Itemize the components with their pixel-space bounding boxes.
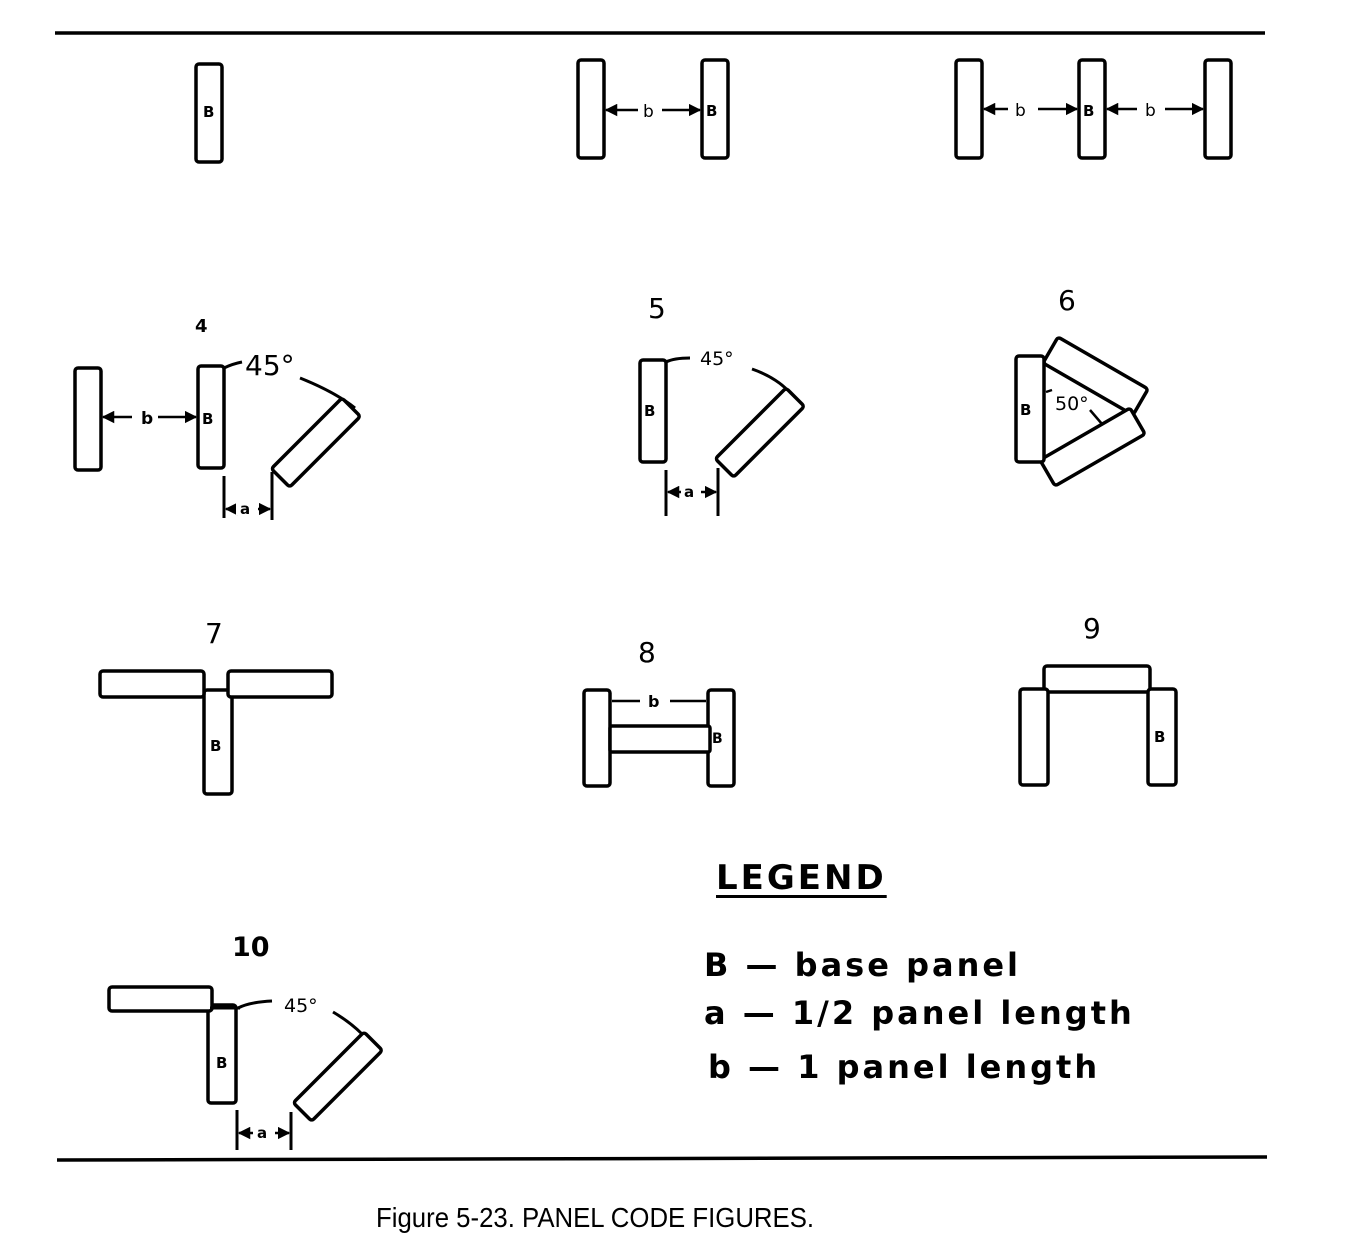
base-panel bbox=[206, 1003, 238, 1105]
dimension-a-label: a bbox=[240, 500, 250, 518]
figure-number: 5 bbox=[648, 292, 666, 325]
left-arm-panel bbox=[98, 669, 206, 699]
legend-item-half-panel: a — 1/2 panel length bbox=[704, 994, 1135, 1032]
dimension-a-label: a bbox=[257, 1124, 267, 1142]
figure-9: 9 B bbox=[1018, 612, 1178, 787]
figure-number: 6 bbox=[1058, 284, 1076, 317]
figure-number: 10 bbox=[232, 932, 270, 963]
cross-panel bbox=[608, 724, 712, 754]
base-panel bbox=[1077, 58, 1107, 160]
left-panel bbox=[582, 688, 612, 788]
panel bbox=[576, 58, 606, 160]
angle-arc-start bbox=[223, 360, 243, 370]
arm-panel bbox=[107, 985, 214, 1013]
figure-3: b B b bbox=[954, 58, 1233, 160]
angle-arc-start bbox=[237, 999, 273, 1010]
base-panel bbox=[700, 58, 730, 160]
angle-label: 45° bbox=[284, 995, 318, 1017]
figure-2: b B bbox=[576, 58, 730, 160]
angle-label: 45° bbox=[700, 348, 734, 370]
figure-caption: Figure 5-23. PANEL CODE FIGURES. bbox=[376, 1202, 815, 1233]
dimension-b-label: b bbox=[1145, 101, 1156, 121]
legend-item-base-panel: B — base panel bbox=[704, 946, 1022, 984]
dimension-b-label: b bbox=[643, 102, 654, 122]
angled-panel bbox=[292, 1031, 383, 1122]
base-panel-label: B bbox=[1020, 401, 1031, 419]
legend-item-full-panel: b — 1 panel length bbox=[708, 1048, 1101, 1086]
angle-arc-start bbox=[665, 356, 691, 364]
dimension-b-label: b bbox=[1015, 101, 1026, 121]
figure-5: 5 B 45° a bbox=[638, 292, 805, 516]
angle-label: 45° bbox=[245, 349, 295, 382]
figure-7: 7 B bbox=[98, 617, 334, 796]
base-panel-label: B bbox=[1083, 102, 1094, 120]
base-panel-label: B bbox=[712, 731, 723, 747]
bottom-rule bbox=[56, 1155, 1268, 1162]
left-panel bbox=[1018, 687, 1050, 787]
base-panel bbox=[196, 364, 226, 470]
panel-right bbox=[1203, 58, 1233, 160]
top-panel bbox=[1042, 664, 1152, 694]
base-panel-label: B bbox=[202, 410, 213, 428]
angle-arc bbox=[332, 1010, 364, 1036]
dimension-a-label: a bbox=[684, 483, 694, 501]
dimension-b-label: b bbox=[141, 409, 153, 429]
right-arm-panel bbox=[226, 669, 334, 699]
angle-label: 50° bbox=[1055, 393, 1089, 415]
base-panel bbox=[194, 62, 224, 164]
base-panel-label: B bbox=[644, 402, 655, 420]
panel bbox=[73, 366, 103, 472]
figure-1: B bbox=[194, 62, 224, 164]
panel-left bbox=[954, 58, 984, 160]
lower-angled-panel bbox=[1039, 407, 1146, 487]
angled-panel bbox=[714, 387, 805, 478]
base-panel-label: B bbox=[210, 737, 221, 755]
upper-angled-panel bbox=[1042, 336, 1149, 416]
angle-arc bbox=[1089, 409, 1103, 425]
base-panel-label: B bbox=[203, 103, 214, 121]
base-panel-label: B bbox=[706, 102, 717, 120]
figure-4: 4 b B 45° a bbox=[73, 316, 361, 520]
figure-10: 10 B 45° a bbox=[107, 932, 383, 1150]
base-panel-label: B bbox=[1154, 728, 1165, 746]
figure-number: 8 bbox=[638, 636, 656, 669]
figure-number: 9 bbox=[1083, 612, 1101, 645]
legend-title: LEGEND bbox=[716, 858, 887, 898]
base-panel bbox=[638, 358, 668, 464]
figure-8: 8 b B bbox=[582, 636, 736, 788]
angle-arc-start bbox=[1045, 388, 1053, 394]
figure-number: 4 bbox=[195, 316, 208, 337]
figure-6: 6 B 50° bbox=[1014, 284, 1149, 487]
base-panel-label: B bbox=[216, 1054, 227, 1072]
dimension-b-label: b bbox=[648, 692, 659, 711]
figure-number: 7 bbox=[205, 617, 223, 650]
angled-panel bbox=[270, 397, 361, 488]
base-panel bbox=[1014, 354, 1046, 464]
base-panel bbox=[202, 688, 234, 796]
base-panel bbox=[1146, 687, 1178, 787]
